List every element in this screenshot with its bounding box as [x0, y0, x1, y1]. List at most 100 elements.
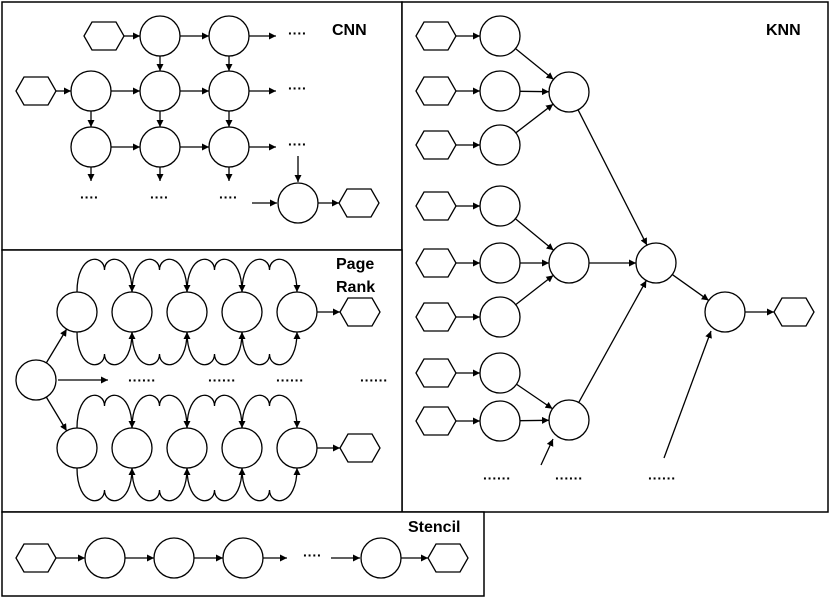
edge-curve-52 — [241, 258, 301, 293]
graph-node-19 — [166, 291, 208, 333]
ellipsis-4: ···· — [80, 189, 99, 205]
graph-node-18 — [111, 291, 153, 333]
edge-arrow-39 — [577, 109, 648, 246]
graph-node-26 — [276, 427, 318, 469]
cnn-input-hex-left — [15, 76, 57, 106]
ellipsis-1: ···· — [288, 25, 307, 41]
knn-output-hex — [773, 297, 815, 327]
knn-title: KNN — [766, 22, 801, 39]
diagram-shapes — [15, 15, 815, 579]
edge-arrow-41 — [578, 280, 647, 403]
graph-node-25 — [221, 427, 263, 469]
io-terminal-1 — [415, 21, 457, 51]
graph-node-23 — [111, 427, 153, 469]
ellipsis-11: ······ — [208, 372, 236, 388]
knn-aggregate-3 — [548, 399, 590, 441]
graph-node-20 — [221, 291, 263, 333]
graph-node-13 — [479, 242, 521, 284]
edge-curve-50 — [186, 258, 246, 293]
graph-node-27 — [84, 537, 126, 579]
io-terminal-9 — [339, 297, 381, 327]
graph-node-30 — [360, 537, 402, 579]
io-terminal-5 — [415, 248, 457, 278]
edge-curve-46 — [76, 258, 136, 293]
edge-arrow-36 — [516, 383, 553, 410]
graph-node-2 — [208, 15, 250, 57]
stencil-title: Stencil — [408, 519, 460, 536]
graph-node-6 — [70, 126, 112, 168]
graph-node-28 — [153, 537, 195, 579]
edge-arrow-63 — [45, 328, 68, 364]
stencil-input-hex — [15, 543, 57, 573]
edge-arrow-35 — [515, 274, 554, 306]
edge-arrow-43 — [663, 330, 712, 459]
ellipsis-10: ······ — [128, 372, 156, 388]
io-terminal-4 — [415, 191, 457, 221]
edge-curve-47 — [76, 331, 136, 366]
ellipsis-5: ···· — [150, 189, 169, 205]
ellipsis-8: ······ — [555, 470, 583, 486]
graph-node-12 — [479, 185, 521, 227]
pagerank-title-line1: Page — [336, 256, 374, 273]
edge-curve-51 — [186, 331, 246, 366]
ellipsis-7: ······ — [483, 470, 511, 486]
graph-node-16 — [479, 400, 521, 442]
edge-arrow-30 — [515, 48, 554, 80]
graph-node-7 — [139, 126, 181, 168]
knn-final-node — [704, 291, 746, 333]
pagerank-title-line2: Rank — [336, 279, 375, 296]
knn-aggregate-1 — [548, 71, 590, 113]
graph-node-4 — [139, 70, 181, 112]
graph-node-15 — [479, 352, 521, 394]
ellipsis-3: ···· — [288, 136, 307, 152]
io-terminal-2 — [415, 76, 457, 106]
graph-node-24 — [166, 427, 208, 469]
edge-curve-49 — [131, 331, 191, 366]
graph-node-5 — [208, 70, 250, 112]
graph-node-1 — [139, 15, 181, 57]
graph-node-3 — [70, 70, 112, 112]
stencil-output-hex — [427, 543, 469, 573]
knn-aggregate-level2 — [635, 242, 677, 284]
ellipsis-6: ···· — [219, 189, 238, 205]
io-terminal-8 — [415, 406, 457, 436]
knn-aggregate-2 — [548, 242, 590, 284]
io-terminal-6 — [415, 302, 457, 332]
io-terminal-3 — [415, 130, 457, 160]
cnn-input-hex-top — [83, 21, 125, 51]
ellipsis-2: ···· — [288, 80, 307, 96]
edge-arrow-64 — [45, 396, 68, 432]
graph-node-10 — [479, 70, 521, 112]
edge-curve-57 — [131, 394, 191, 429]
edge-arrow-38 — [540, 438, 554, 466]
graph-node-21 — [276, 291, 318, 333]
graph-node-8 — [208, 126, 250, 168]
graph-node-9 — [479, 15, 521, 57]
graph-node-11 — [479, 124, 521, 166]
edge-curve-56 — [76, 467, 136, 502]
graph-node-17 — [56, 291, 98, 333]
edge-curve-53 — [241, 331, 301, 366]
edge-curve-62 — [241, 467, 301, 502]
cnn-panel — [1, 1, 403, 251]
cnn-title: CNN — [332, 22, 367, 39]
diagram-ellipses: ········································… — [80, 25, 676, 563]
graph-node-14 — [479, 296, 521, 338]
cnn-output-node — [277, 182, 319, 224]
edge-curve-61 — [241, 394, 301, 429]
edge-arrow-42 — [671, 274, 710, 301]
io-terminal-7 — [415, 358, 457, 388]
ellipsis-12: ······ — [276, 372, 304, 388]
edge-curve-58 — [131, 467, 191, 502]
graph-node-29 — [222, 537, 264, 579]
io-terminal-10 — [339, 433, 381, 463]
ellipsis-13: ······ — [360, 372, 388, 388]
edge-arrow-32 — [515, 103, 554, 134]
pagerank-source-node — [15, 359, 57, 401]
edge-arrow-33 — [515, 218, 554, 251]
ellipsis-14: ···· — [303, 547, 322, 563]
cnn-output-hex — [338, 188, 380, 218]
edge-curve-48 — [131, 258, 191, 293]
knn-panel — [401, 1, 829, 513]
